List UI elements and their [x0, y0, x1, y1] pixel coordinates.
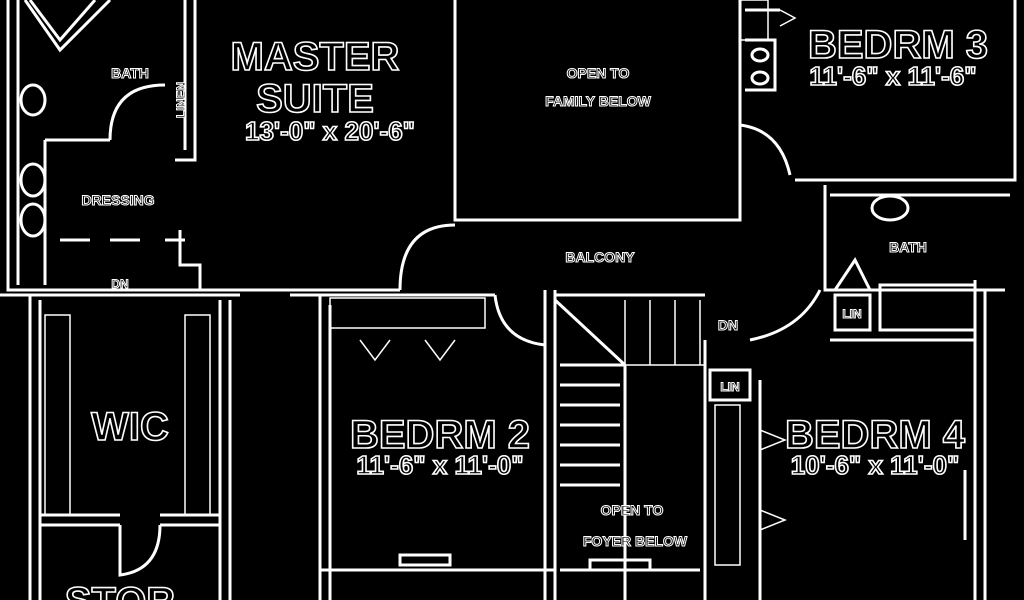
- room-labels: MASTER SUITE 13'-0" x 20'-6" BATH LINEN …: [64, 22, 989, 600]
- wic-label: WIC: [91, 405, 169, 449]
- master-bath-label: BATH: [111, 65, 149, 81]
- bath2-label: BATH: [889, 239, 927, 255]
- bedrm4-label: BEDRM 4: [785, 413, 966, 457]
- master-suite-label-2: SUITE: [256, 77, 374, 121]
- bedrm2-label: BEDRM 2: [350, 413, 530, 457]
- dn-label-left: DN: [111, 277, 128, 291]
- master-suite-size: 13'-0" x 20'-6": [245, 116, 415, 146]
- bedrm4-size: 10'-6" x 11'-0": [791, 450, 960, 480]
- linen-label: LINEN: [174, 82, 188, 118]
- open-foyer-label-2: FOYER BELOW: [583, 533, 688, 549]
- open-foyer-label: OPEN TO: [601, 502, 664, 518]
- stor-label: STOR: [65, 580, 176, 600]
- open-family-label: OPEN TO: [567, 65, 630, 81]
- dn-label-stair: DN: [718, 317, 738, 333]
- closet-shelving: [44, 0, 797, 566]
- balcony-label: BALCONY: [565, 249, 635, 265]
- lin-hall-label: LIN: [720, 380, 739, 394]
- master-suite-label: MASTER: [231, 35, 400, 79]
- bedrm3-size: 11'-6" x 11'-6": [809, 61, 976, 91]
- bedrm2-size: 11'-6" x 11'-0": [356, 450, 523, 480]
- open-family-label-2: FAMILY BELOW: [545, 93, 652, 109]
- bedrm3-label: BEDRM 3: [808, 23, 988, 67]
- dressing-label: DRESSING: [81, 192, 154, 208]
- lin-bath-label: LIN: [842, 307, 861, 321]
